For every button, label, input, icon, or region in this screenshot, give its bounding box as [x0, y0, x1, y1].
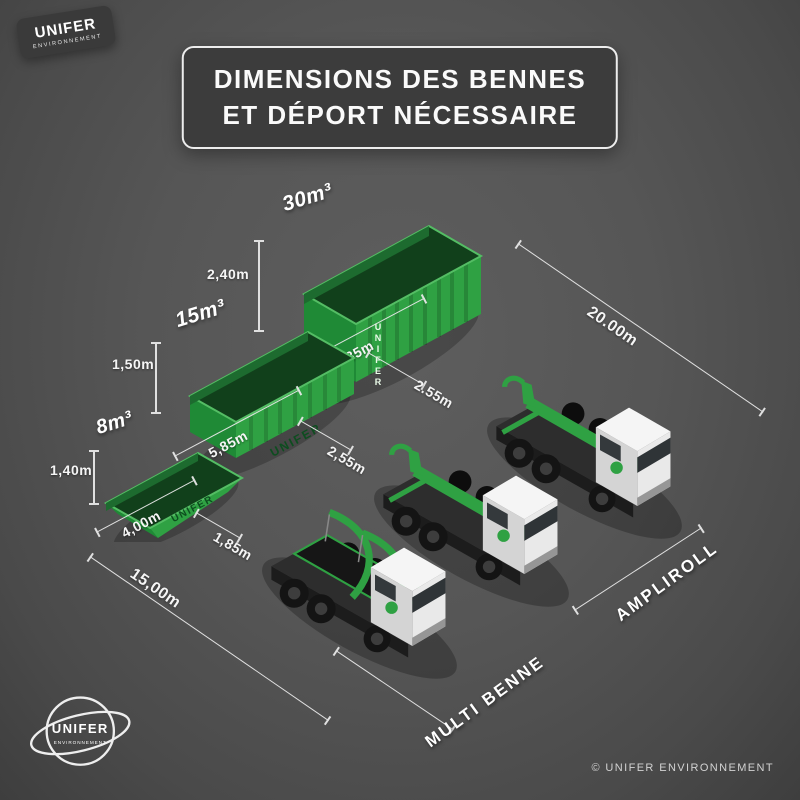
container-30m3-ribs [368, 264, 468, 375]
height-line-30m3 [254, 240, 263, 332]
logo-sub-text: ENVIRONNEMENT [54, 740, 107, 745]
logo-circle [45, 696, 116, 766]
copyright-text: © UNIFER ENVIRONNEMENT [591, 762, 774, 774]
container-15m3: UNIFER [187, 330, 357, 480]
container-8m3: UNIFER [103, 451, 245, 542]
title-line-2: ET DÉPORT NÉCESSAIRE [222, 100, 578, 131]
logo-brand-text: UNIFER [52, 721, 109, 736]
logo-orbit [30, 710, 131, 756]
container-15m3-body: UNIFER [187, 330, 357, 460]
footer-logo: UNIFER ENVIRONNEMENT [30, 696, 131, 766]
container-30m3-body: UNIFER [301, 224, 484, 388]
height-label-8m3: 1,40m [50, 462, 93, 478]
title-line-1: DIMENSIONS DES BENNES [213, 64, 587, 94]
height-line-15m3 [151, 342, 160, 414]
volume-label-30m3: 30m³ [279, 179, 336, 216]
container-15m3-ribs [249, 366, 341, 450]
clearance-label-left: 15,00m [126, 565, 184, 612]
height-label-30m3: 2,40m [207, 266, 250, 282]
volume-label-15m3: 15m³ [172, 295, 229, 332]
container-30m3-brand-text: UNIFER [373, 322, 383, 388]
height-line-8m3 [89, 450, 98, 505]
truck-multi-benne [240, 502, 510, 730]
height-label-15m3: 1,50m [112, 356, 155, 372]
title-box: DIMENSIONS DES BENNES ET DÉPORT NÉCESSAI… [181, 46, 619, 149]
brand-badge: UNIFER ENVIRONNEMENT [15, 4, 117, 60]
